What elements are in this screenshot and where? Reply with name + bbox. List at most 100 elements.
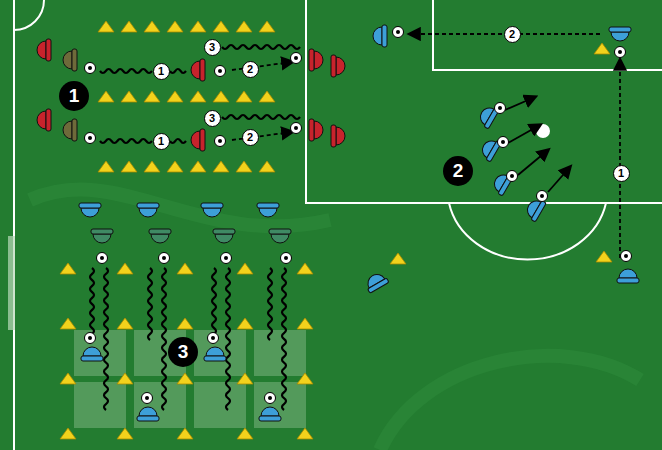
cone [237, 263, 253, 274]
cone [177, 318, 193, 329]
dribble-line [222, 45, 300, 49]
cone [167, 91, 183, 102]
cone [117, 263, 133, 274]
cone [60, 263, 76, 274]
shot-arrows [505, 97, 570, 192]
player [191, 129, 205, 151]
cone [213, 21, 229, 32]
ball-patch [211, 336, 215, 340]
ball-patch [100, 256, 104, 260]
player [37, 39, 51, 61]
player [37, 109, 51, 131]
cone [236, 161, 252, 172]
step-number: 2 [242, 61, 259, 78]
ball [265, 393, 276, 404]
player [213, 229, 235, 243]
ball [281, 253, 292, 264]
ball-patch [501, 140, 505, 144]
ball-patch [396, 30, 400, 34]
ball [621, 251, 632, 262]
ball [215, 66, 226, 77]
cone [297, 263, 313, 274]
step-number: 2 [242, 129, 259, 146]
grid-square [74, 382, 126, 428]
cone [297, 428, 313, 439]
dribble-lines [90, 45, 300, 410]
player [63, 49, 77, 71]
player [259, 407, 281, 421]
cone [117, 373, 133, 384]
ball [215, 136, 226, 147]
player [63, 119, 77, 141]
ball [291, 53, 302, 64]
player [257, 203, 279, 217]
grid-square [194, 382, 246, 428]
cone [60, 373, 76, 384]
ball-patch [88, 66, 92, 70]
cone [144, 21, 160, 32]
ball [537, 191, 548, 202]
ball [221, 253, 232, 264]
cone [117, 318, 133, 329]
ball-patch [268, 396, 272, 400]
players [37, 25, 639, 421]
cone [121, 161, 137, 172]
player [81, 347, 103, 361]
dribble-line [100, 139, 152, 143]
step-number: 2 [504, 26, 521, 43]
cone [213, 91, 229, 102]
player [137, 407, 159, 421]
dribble-line [170, 69, 186, 73]
grid-square [134, 382, 186, 428]
player [309, 49, 323, 71]
player [331, 125, 345, 147]
ball [498, 137, 509, 148]
ball [507, 171, 518, 182]
step-number: 1 [153, 63, 170, 80]
cone [121, 91, 137, 102]
cone [177, 428, 193, 439]
ball [615, 47, 626, 58]
grid-square [254, 330, 306, 376]
grid-square [74, 330, 126, 376]
ball [291, 123, 302, 134]
player [91, 229, 113, 243]
cone [117, 428, 133, 439]
player [137, 203, 159, 217]
ball-patch [294, 56, 298, 60]
ball [85, 133, 96, 144]
cone [121, 21, 137, 32]
cone [167, 21, 183, 32]
dribble-line [162, 268, 166, 410]
player [201, 203, 223, 217]
dribble-line [268, 268, 272, 340]
player [609, 27, 631, 41]
step-number: 1 [153, 133, 170, 150]
player [617, 269, 639, 283]
callout-number: 2 [443, 156, 473, 186]
cones [60, 21, 612, 439]
ball-patch [88, 336, 92, 340]
ball [142, 393, 153, 404]
cone [236, 91, 252, 102]
dribble-line [148, 268, 152, 340]
cone [237, 318, 253, 329]
dribble-line [226, 268, 230, 410]
ball [159, 253, 170, 264]
player [149, 229, 171, 243]
player [269, 229, 291, 243]
cone [594, 43, 610, 54]
cone [259, 161, 275, 172]
cone [596, 251, 612, 262]
cone [259, 21, 275, 32]
ball-patch [218, 139, 222, 143]
ball [208, 333, 219, 344]
ball [495, 103, 506, 114]
dribble-line [212, 268, 216, 340]
player [191, 59, 205, 81]
ball-patch [284, 256, 288, 260]
ball-patch [294, 126, 298, 130]
player [373, 25, 387, 47]
balls [85, 27, 632, 404]
ball-patch [618, 50, 622, 54]
